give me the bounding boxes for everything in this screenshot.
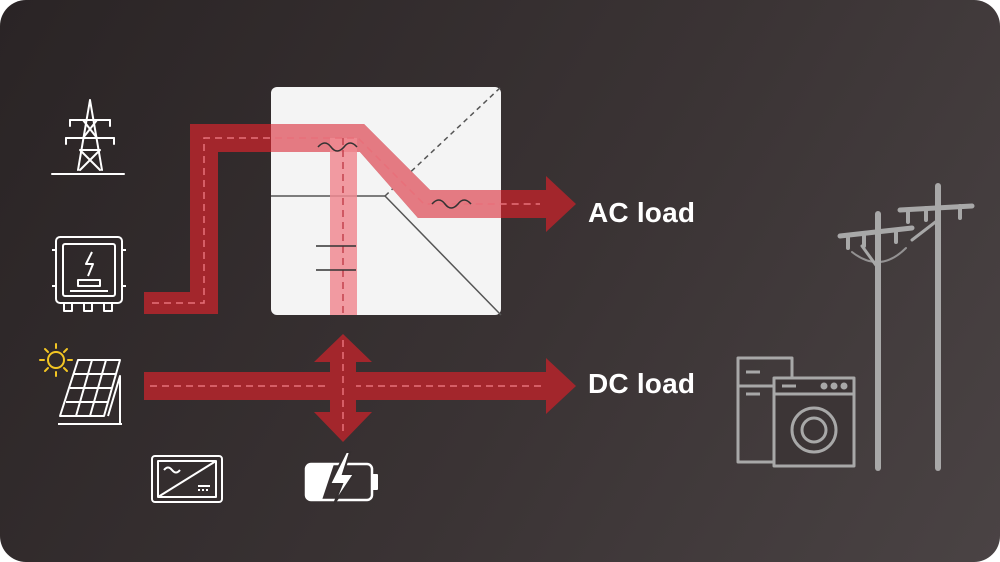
- battery-flow-arrow: [314, 334, 372, 442]
- inverter-icon: [151, 455, 223, 503]
- transmission-tower-icon: [51, 99, 125, 175]
- sun-icon: [39, 343, 73, 377]
- ac-load-label: AC load: [588, 197, 696, 228]
- dc-load-flow: [144, 358, 576, 414]
- ac-load-flow: [144, 124, 576, 315]
- dc-load-label: DC load: [588, 368, 696, 399]
- solar-panel-icon: [58, 359, 122, 425]
- distribution-box-icon: [52, 236, 126, 312]
- appliances-icon: [736, 356, 856, 468]
- battery-charging-icon: [304, 451, 378, 505]
- utility-pole-icon: [837, 183, 975, 471]
